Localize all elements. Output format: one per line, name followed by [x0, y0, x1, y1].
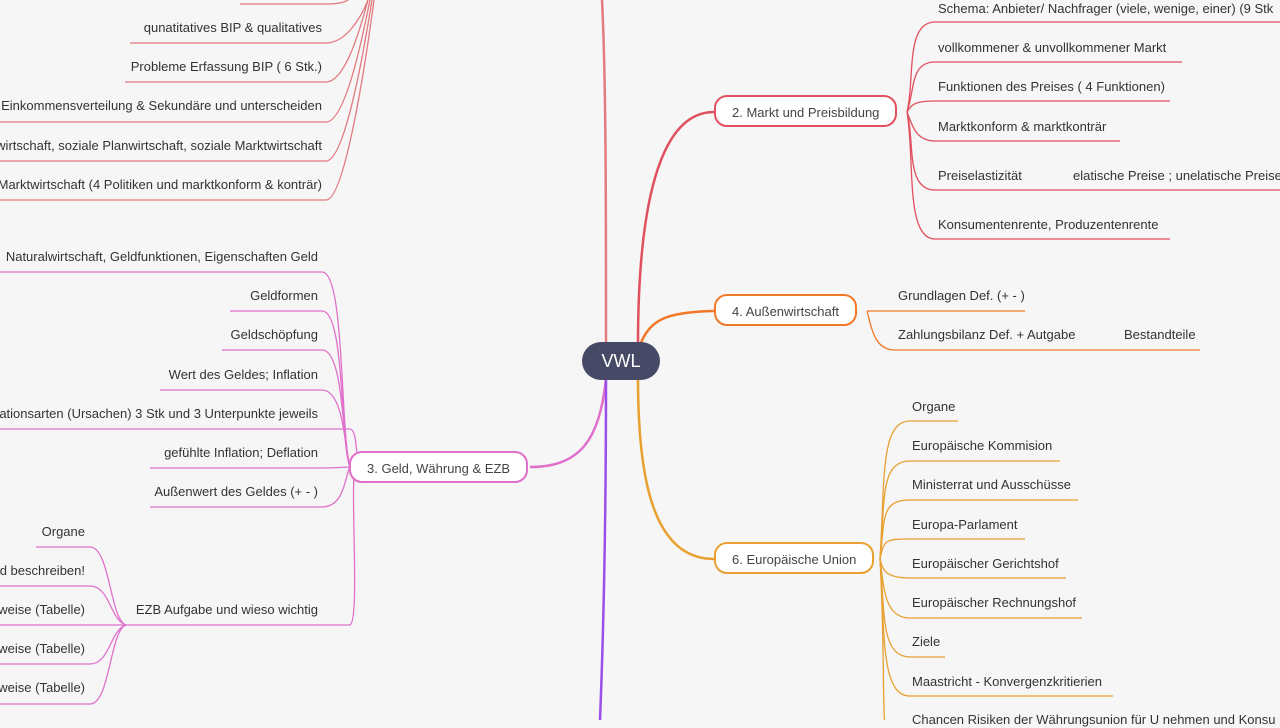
- top-left-item[interactable]: Marktwirtschaft, soziale Planwirtschaft,…: [0, 138, 322, 153]
- branch-markt: [636, 110, 715, 346]
- eu-item[interactable]: Europa-Parlament: [912, 517, 1018, 532]
- ezb-item[interactable]: weise (Tabelle): [0, 680, 85, 695]
- topic-markt-node[interactable]: 2. Markt und Preisbildung: [714, 95, 898, 127]
- geld-item[interactable]: EZB Aufgabe und wieso wichtig: [135, 602, 318, 617]
- eu-item[interactable]: Ziele: [912, 634, 941, 649]
- geld-item[interactable]: Wert des Geldes; Inflation: [168, 367, 318, 382]
- markt-item[interactable]: Konsumentenrente, Produzentenrente: [938, 217, 1159, 232]
- geld-item[interactable]: Außenwert des Geldes (+ - ): [154, 484, 318, 499]
- top-left-item[interactable]: Probleme Erfassung BIP ( 6 Stk.): [130, 59, 322, 74]
- top-left-item[interactable]: Marktwirtschaft (4 Politiken und marktko…: [0, 177, 322, 192]
- aussen-sub-item[interactable]: Bestandteile: [1124, 327, 1196, 342]
- branch-eu: [636, 377, 715, 561]
- ezb-item[interactable]: weise (Tabelle): [0, 641, 85, 656]
- markt-item[interactable]: Funktionen des Preises ( 4 Funktionen): [938, 79, 1165, 94]
- geld-item[interactable]: Geldformen: [250, 288, 318, 303]
- eu-item[interactable]: Chancen Risiken der Währungsunion für U …: [912, 712, 1276, 727]
- ezb-item[interactable]: weise (Tabelle): [0, 602, 85, 617]
- eu-item[interactable]: Europäische Kommision: [912, 438, 1053, 453]
- eu-item[interactable]: Europäischer Rechnungshof: [912, 595, 1077, 610]
- markt-sub-item[interactable]: elatische Preise ; unelatische Preise: [1073, 168, 1280, 183]
- topic-geld-node[interactable]: 3. Geld, Währung & EZB: [349, 451, 529, 483]
- ezb-item[interactable]: d beschreiben!: [0, 563, 85, 578]
- markt-item[interactable]: Preiselastizität: [938, 168, 1022, 183]
- markt-item[interactable]: Marktkonform & marktkonträr: [938, 119, 1107, 134]
- geld-item[interactable]: Naturalwirtschaft, Geldfunktionen, Eigen…: [5, 249, 318, 264]
- geld-item[interactable]: Inflationsarten (Ursachen) 3 Stk und 3 U…: [0, 406, 318, 421]
- markt-item[interactable]: Schema: Anbieter/ Nachfrager (viele, wen…: [938, 1, 1274, 16]
- branch-bottom: [598, 379, 608, 720]
- aussen-item[interactable]: Zahlungsbilanz Def. + Autgabe: [898, 327, 1076, 342]
- eu-item[interactable]: Maastricht - Konvergenzkritierien: [912, 674, 1103, 689]
- branch-top: [600, 0, 608, 343]
- branch-geld: [529, 377, 608, 469]
- topic-eu-node[interactable]: 6. Europäische Union: [714, 542, 875, 574]
- ezb-item[interactable]: Organe: [41, 524, 85, 539]
- eu-item[interactable]: Europäischer Gerichtshof: [912, 556, 1059, 571]
- geld-item[interactable]: gefühlte Inflation; Deflation: [164, 445, 318, 460]
- markt-item[interactable]: vollkommener & unvollkommener Markt: [938, 40, 1167, 55]
- eu-item[interactable]: Organe: [912, 399, 956, 414]
- root-node[interactable]: VWL: [582, 342, 660, 380]
- top-left-item[interactable]: qunatitatives BIP & qualitatives: [143, 20, 322, 35]
- eu-item[interactable]: Ministerrat und Ausschüsse: [912, 477, 1071, 492]
- top-left-item[interactable]: Einkommensverteilung & Sekundäre und unt…: [1, 98, 322, 113]
- geld-item[interactable]: Geldschöpfung: [230, 327, 318, 342]
- branch-aussen: [638, 309, 715, 346]
- aussen-item[interactable]: Grundlagen Def. (+ - ): [898, 288, 1025, 303]
- topic-aussen-node[interactable]: 4. Außenwirtschaft: [714, 294, 857, 326]
